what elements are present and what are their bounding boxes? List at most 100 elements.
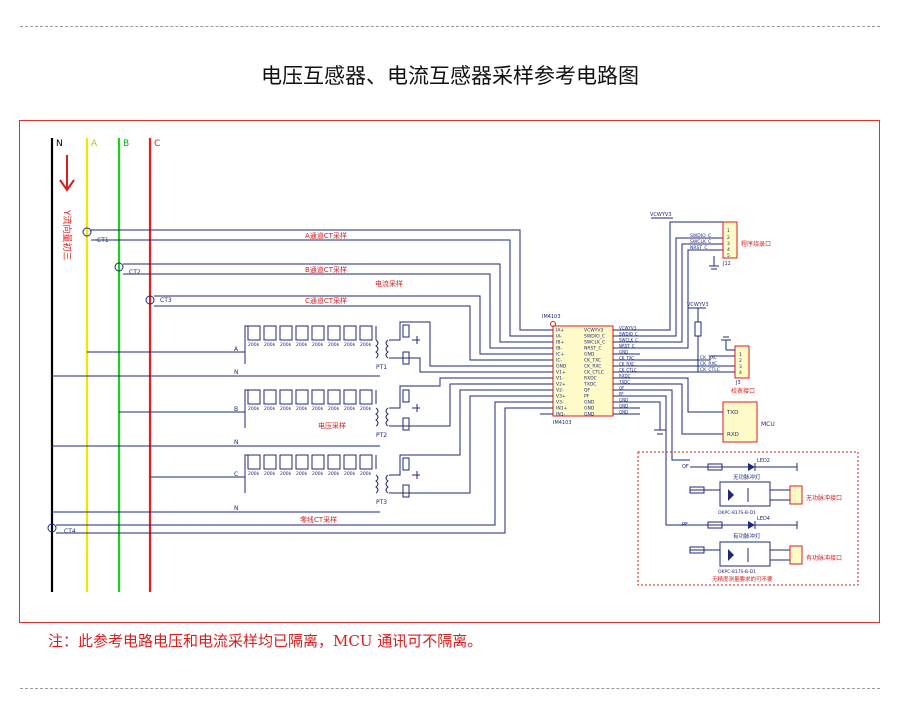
resistor — [359, 389, 373, 405]
vcc-label-cal: VCWYV3 — [687, 302, 709, 308]
feed-label-n3: N — [234, 505, 239, 512]
chip-right-pin-label: SWCLK_C — [584, 340, 605, 346]
svg-text:1: 1 — [739, 352, 742, 358]
direction-label: Y流向量初三 — [61, 209, 73, 261]
svg-text:PT3: PT3 — [376, 499, 387, 506]
resistor-value: 200k — [280, 406, 292, 412]
resistor-value: 200k — [248, 471, 260, 477]
chip-right-net-label: GND — [619, 350, 628, 355]
program-port-label: 程序烧录口 — [741, 240, 771, 248]
resistor-value: 200k — [296, 342, 308, 348]
resistor-value: 200k — [328, 471, 340, 477]
chip-right-net-label: GND — [619, 398, 628, 403]
chip-left-pin-label: V3+ — [556, 394, 566, 400]
svg-text:1: 1 — [727, 228, 730, 234]
chip-left-pin-label: V1+ — [556, 370, 566, 376]
resistor — [295, 389, 309, 405]
top-divider — [20, 26, 880, 27]
resistor — [247, 454, 261, 470]
resistor — [343, 389, 357, 405]
chip-right-pin-label: GND — [584, 400, 595, 406]
svg-text:PT2: PT2 — [376, 432, 387, 439]
resistor-value: 200k — [312, 342, 324, 348]
chip-right-pin-label: GND — [584, 406, 595, 412]
label-c: C — [154, 139, 160, 149]
program-port: 1 2 3 4 5 程序烧录口 J12 SWDIO_C SWCLK_C NRST… — [690, 221, 771, 270]
svg-text:CT3: CT3 — [160, 297, 172, 304]
chip-left-pin-label: GND — [556, 364, 567, 370]
mcu-txd: TXD — [726, 410, 738, 416]
cal-port-label: 校表接口 — [731, 387, 755, 395]
chip-right-net-label: RXDC — [619, 374, 631, 379]
pt3: PT3 — [375, 474, 389, 506]
chip-left-pins: IA+IA-IB+IB-IC+IC-GNDV1+V1-V2+V2-V3+V3-I… — [540, 328, 568, 418]
ct-wires — [56, 229, 540, 534]
led4-label: LED4 — [757, 516, 770, 522]
chip-left-pin-label: IC- — [556, 358, 562, 364]
chip-right-pin-label: TXDC — [583, 382, 596, 388]
resistor-value: 200k — [296, 406, 308, 412]
ct4: CT4 — [47, 523, 76, 535]
svg-text:3: 3 — [739, 364, 742, 370]
cal-pin-rx: CK_RXC — [700, 361, 717, 367]
vcc-label-top: VCWYV3 — [650, 212, 672, 218]
ct3: CT3 — [145, 295, 172, 305]
chip-right-pins: VCWYV3VCWYV3SWDIO_CSWDIO_CSWCLK_CSWCLK_C… — [583, 326, 640, 418]
chip-right-net-label: GND — [619, 410, 628, 415]
reactive-port-label: 无功脉冲接口 — [806, 494, 842, 502]
chip-right-net-label: CK_TXC — [619, 356, 634, 361]
reactive-pulse-circuit: QF LED2 无功脉冲灯 OKPC-817S-B-D1 无功脉冲接口 — [682, 458, 842, 516]
chip-name-top: IM4103 — [542, 314, 561, 320]
resistor-value: 200k — [360, 471, 372, 477]
resistor-value: 200k — [328, 342, 340, 348]
chip-right-net-label: QF — [619, 386, 625, 391]
mcu-label: MCU — [761, 421, 775, 428]
zero-ct-label: 零线CT采样 — [300, 515, 337, 524]
pt2: PT2 — [375, 407, 389, 439]
resistor-value: 200k — [360, 406, 372, 412]
mcu-rxd: RXD — [727, 432, 739, 438]
supply-lines: N A B C — [50, 138, 160, 592]
resistor — [327, 325, 341, 341]
chip-right-pin-label: VCWYV3 — [584, 328, 603, 334]
feed-label-c: C — [234, 471, 238, 478]
pullup-resistor — [694, 321, 702, 337]
ct2: CT2 — [114, 262, 141, 276]
chip-left-pin-label: IN1+ — [556, 406, 568, 412]
led2-label: LED2 — [757, 458, 770, 464]
chip-left-pin-label: IB+ — [556, 340, 564, 346]
resistor-value: 200k — [296, 471, 308, 477]
chip-left-pin-label: V2+ — [556, 382, 566, 388]
resistor-value: 200k — [312, 406, 324, 412]
optocoupler-2: OKPC-817S-B-D1 — [718, 569, 756, 575]
pt-grounds — [412, 336, 420, 479]
schematic-border — [19, 120, 880, 623]
chip-left-pin-label: V3- — [556, 400, 564, 406]
chip-right-pin-label: CK_RXC — [584, 364, 601, 370]
resistor-value: 200k — [264, 471, 276, 477]
resistor-value: 200k — [264, 342, 276, 348]
chip-left-pin-label: IC+ — [556, 352, 564, 358]
cal-port-ref: J3 — [735, 380, 741, 386]
chip-right-pin-label: NRST_C — [584, 346, 602, 352]
active-port-label: 有功脉冲接口 — [806, 554, 842, 562]
resistor — [263, 389, 277, 405]
chip-right-net-label: CK_CTLC — [619, 368, 637, 373]
chip-left-pin-label: IN1- — [556, 412, 566, 418]
feed-label-n2: N — [234, 439, 239, 446]
resistor — [311, 389, 325, 405]
flow-direction-arrow — [59, 155, 75, 192]
svg-text:CT4: CT4 — [64, 528, 76, 535]
program-pin-swdio: SWDIO_C — [690, 233, 711, 239]
page-title: 电压互感器、电流互感器采样参考电路图 — [261, 64, 639, 88]
svg-text:4: 4 — [727, 247, 730, 253]
resistor-value: 200k — [248, 406, 260, 412]
resistor-value: 200k — [264, 406, 276, 412]
svg-text:2: 2 — [727, 235, 730, 241]
resistor — [263, 325, 277, 341]
a-ct-label: A通道CT采样 — [305, 231, 347, 240]
im4103-chip: IM4103 IM4103 IA+IA-IB+IB-IC+IC-GNDV1+V1… — [540, 314, 640, 426]
resistor-value: 200k — [344, 342, 356, 348]
resistor — [247, 389, 261, 405]
